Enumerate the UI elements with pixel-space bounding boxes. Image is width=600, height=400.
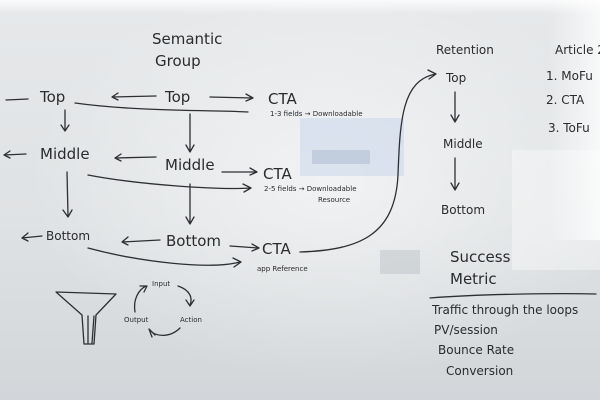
cta-top-note: 1-3 fields → Downloadable — [270, 110, 363, 118]
retention-top: Top — [445, 71, 466, 85]
cycle-arrow-2 — [148, 327, 181, 338]
group-middle-label: Middle — [165, 156, 215, 174]
success-title-2: Metric — [450, 270, 497, 288]
retention-arrow-2 — [450, 157, 460, 191]
cta-middle-label: CTA — [263, 165, 292, 183]
funnel-icon — [55, 291, 117, 345]
left-middle-label: Middle — [40, 145, 90, 163]
cycle-action: Action — [180, 316, 202, 324]
article-item-2: 2. CTA — [546, 93, 585, 107]
article-item-3: 3. ToFu — [548, 121, 590, 135]
group-down-arrow-2 — [185, 183, 195, 225]
reflection-laptop — [380, 250, 420, 274]
cycle-input: Input — [152, 280, 170, 288]
reflection-screen-detail — [312, 150, 370, 164]
retention-arrow-1 — [450, 91, 460, 123]
left-bottom-arrow — [21, 232, 43, 242]
left-top-label: Top — [39, 88, 65, 106]
cta-middle-note-2: Resource — [318, 196, 350, 204]
article-item-1: 1. MoFu — [546, 69, 593, 83]
heading-line2: Group — [155, 52, 201, 70]
left-arrow-2 — [62, 171, 73, 218]
left-arrow-1 — [60, 109, 70, 132]
group-bottom-label: Bottom — [166, 232, 221, 250]
success-underline — [429, 292, 597, 299]
middle-right-arrow — [221, 167, 258, 176]
cycle-output: Output — [124, 316, 149, 324]
group-down-arrow-1 — [185, 113, 195, 153]
cta-bottom-label: CTA — [262, 240, 291, 258]
cta-bottom-note: app Reference — [257, 265, 308, 273]
top-glare — [0, 0, 600, 14]
success-item-4: Conversion — [446, 364, 513, 378]
curve-to-retention — [299, 69, 437, 253]
top-right-arrow — [209, 93, 254, 102]
cycle-arrow-3 — [133, 285, 148, 313]
success-item-2: PV/session — [434, 323, 498, 337]
bottom-left-arrow — [121, 236, 161, 246]
cta-middle-note-1: 2-5 fields → Downloadable — [264, 185, 357, 193]
curve-top-to-cta — [74, 102, 249, 113]
left-middle-arrow — [3, 150, 27, 159]
bottom-right-arrow — [229, 243, 260, 252]
top-left-arrow — [111, 92, 157, 101]
retention-middle: Middle — [443, 137, 483, 151]
reflection-window — [548, 0, 600, 240]
group-top-label: Top — [164, 88, 190, 106]
curve-middle-to-cta — [87, 174, 252, 193]
success-item-3: Bounce Rate — [438, 343, 514, 357]
cycle-arrow-1 — [177, 285, 195, 307]
heading-line1: Semantic — [152, 30, 222, 48]
article-title: Article 2 — [555, 43, 600, 57]
success-item-1: Traffic through the loops — [431, 303, 578, 317]
left-bottom-label: Bottom — [46, 229, 90, 243]
middle-left-arrow — [114, 153, 157, 162]
curve-bottom-to-cta — [87, 247, 242, 268]
retention-bottom: Bottom — [441, 203, 485, 217]
funnel-stem — [87, 315, 95, 344]
left-top-dash — [5, 98, 29, 101]
retention-title: Retention — [436, 43, 494, 57]
reflection-screen — [300, 118, 404, 176]
cta-top-label: CTA — [268, 90, 297, 108]
success-title-1: Success — [450, 248, 511, 266]
